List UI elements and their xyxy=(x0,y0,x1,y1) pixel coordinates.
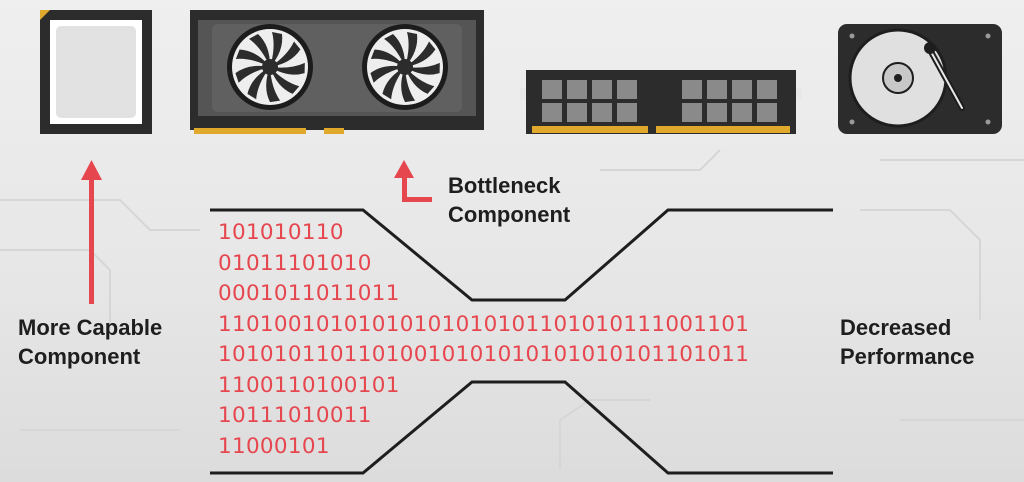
fan-blade xyxy=(405,67,435,94)
ram-chip xyxy=(567,103,587,122)
bottleneck-label: Bottleneck Component xyxy=(448,171,570,229)
binary-line: 11010010101010101010101101010111001101 xyxy=(218,311,750,337)
binary-line: 10101011011010010101010101010101101011 xyxy=(218,342,750,367)
ram-icon xyxy=(520,70,802,134)
fan-blade xyxy=(270,62,305,75)
fan-blade xyxy=(405,62,440,75)
ram-chip xyxy=(682,103,702,122)
binary-line: 0001011011011 xyxy=(218,281,400,306)
decreased-label-line1: Decreased xyxy=(840,315,952,340)
bottleneck-label-line2: Component xyxy=(448,202,571,227)
ram-chip xyxy=(542,103,562,122)
decreased-label-line2: Performance xyxy=(840,344,975,369)
funnel-bottom-line xyxy=(210,380,833,475)
ram-chip xyxy=(592,103,612,122)
fan-blade xyxy=(401,67,416,103)
ram-chip xyxy=(732,103,752,122)
binary-line: 01011101010 xyxy=(218,250,372,276)
bottleneck-arrow-icon xyxy=(394,160,432,202)
fan-blade xyxy=(405,41,436,67)
ram-chip xyxy=(732,80,752,99)
more-capable-label: More Capable Component xyxy=(18,313,162,371)
ram-chip xyxy=(592,80,612,99)
fan-blade xyxy=(382,67,406,100)
fan-blade xyxy=(405,32,418,67)
binary-line: 1100110100101 xyxy=(218,372,400,398)
funnel-top-line xyxy=(210,208,833,302)
ram-chip xyxy=(567,80,587,99)
binary-line: 101010110 xyxy=(218,220,344,245)
up-arrow-icon xyxy=(81,160,102,304)
more-capable-label-line1: More Capable xyxy=(18,315,163,340)
hard-drive-icon xyxy=(838,24,1002,134)
more-capable-label-line2: Component xyxy=(18,344,141,369)
fan-blade xyxy=(270,67,300,94)
binary-line: 11000101 xyxy=(218,433,330,459)
fan-blade xyxy=(235,65,270,83)
gpu-fan-right xyxy=(362,24,448,110)
fan-blade xyxy=(384,34,406,68)
decreased-performance-label: Decreased Performance xyxy=(840,313,975,371)
fan-blade xyxy=(247,67,270,100)
fan-blade xyxy=(266,67,281,103)
ram-chip xyxy=(682,80,702,99)
binary-data: 101010110 01011101010 0001011011011 1101… xyxy=(218,218,749,462)
gpu-fan-left xyxy=(227,24,313,110)
ram-chip xyxy=(757,80,777,99)
gpu-icon xyxy=(190,10,484,134)
fan-blade xyxy=(370,49,405,67)
bottleneck-funnel xyxy=(210,208,833,475)
fan-blade xyxy=(235,49,270,67)
ram-chip xyxy=(757,103,777,122)
ram-chip xyxy=(707,103,727,122)
fan-blade xyxy=(270,41,301,67)
ram-chip xyxy=(617,103,637,122)
ram-chip xyxy=(617,80,637,99)
circuit-background xyxy=(0,149,1024,470)
ram-chip xyxy=(542,80,562,99)
fan-blade xyxy=(270,32,283,67)
ram-chip xyxy=(707,80,727,99)
binary-line: 10111010011 xyxy=(218,403,372,428)
bottleneck-label-line1: Bottleneck xyxy=(448,173,561,198)
fan-blade xyxy=(249,34,271,67)
fan-blade xyxy=(370,65,406,83)
cpu-icon xyxy=(40,10,152,134)
